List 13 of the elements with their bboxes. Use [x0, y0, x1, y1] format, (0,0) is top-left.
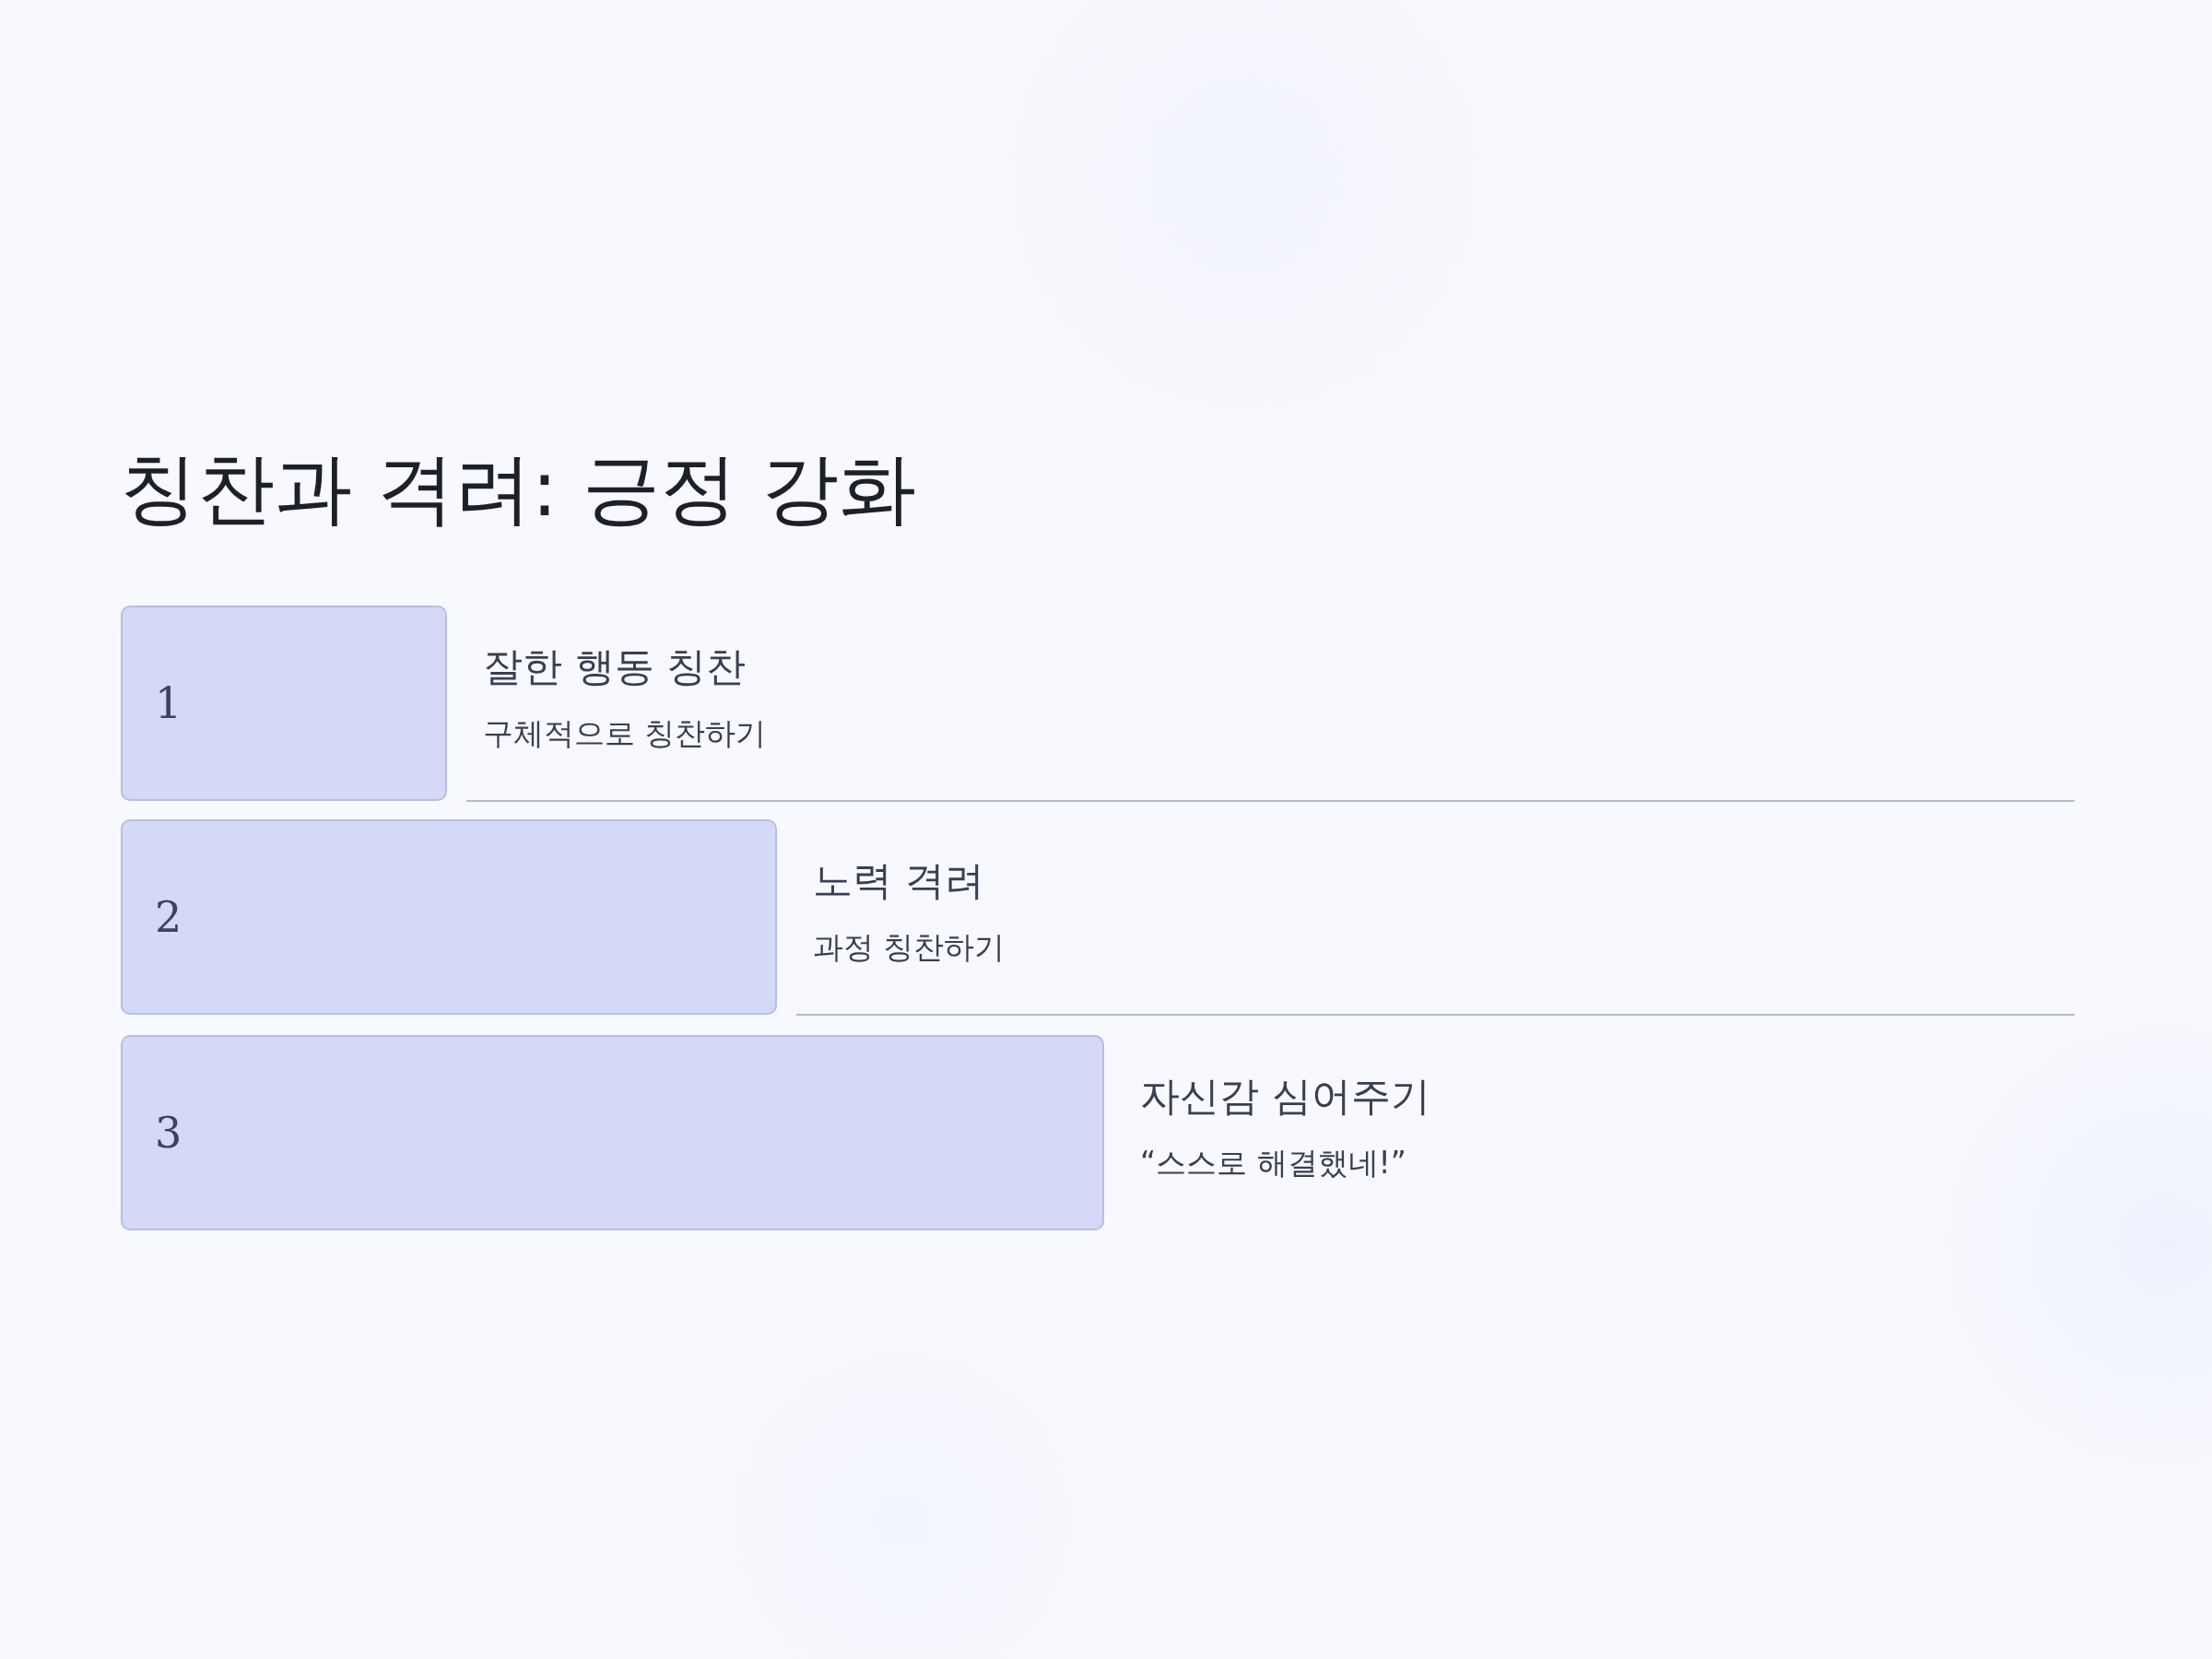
step-number: 2 [155, 891, 182, 943]
step-description: 과정 칭찬하기 [813, 928, 1006, 967]
step-number: 3 [155, 1107, 182, 1159]
step-heading: 잘한 행동 칭찬 [483, 642, 747, 691]
step-bar [121, 819, 777, 1015]
step-heading: 노력 격려 [813, 856, 984, 905]
step-heading: 자신감 심어주기 [1140, 1072, 1430, 1121]
step-bar [121, 606, 447, 801]
title: 칭찬과 격려: 긍정 강화 [120, 442, 917, 535]
step-number: 1 [155, 677, 182, 729]
step-bar [121, 1035, 1104, 1230]
step-description: “스스로 해결했네!” [1140, 1144, 1406, 1182]
step-description: 구체적으로 칭찬하기 [483, 714, 767, 753]
